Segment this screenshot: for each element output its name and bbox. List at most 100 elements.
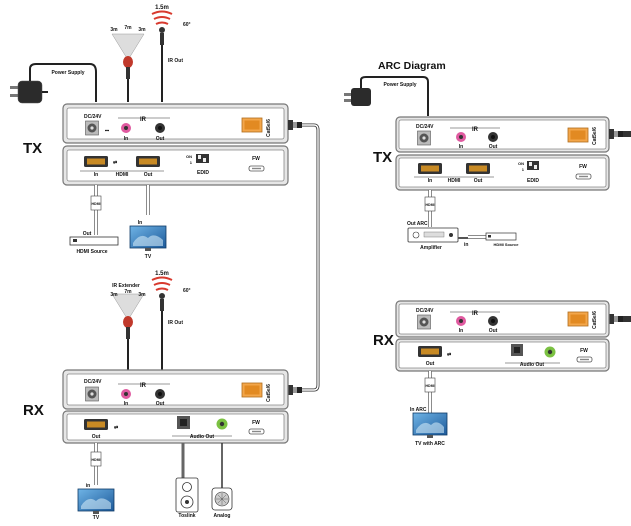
- amplifier-device-icon: [407, 227, 459, 243]
- hdmi-source-label: HDMI Source: [76, 249, 107, 255]
- tx-ir-in-label: In: [124, 136, 128, 142]
- arc-tx-dc-jack: [417, 130, 431, 146]
- analog-label: Analog: [214, 513, 231, 519]
- arc-rx-ir-out-jack: [488, 316, 498, 326]
- power-cable: [29, 63, 97, 102]
- arc-tx-hdmi-connector-label: HDMI: [426, 203, 435, 207]
- ir-angle-60: 60°: [183, 22, 191, 28]
- arc-rx-ir-in-jack: [456, 316, 466, 326]
- rx-tv-label: TV: [93, 515, 100, 521]
- power-adapter-icon: [10, 80, 48, 104]
- arc-power-supply-label: Power Supply: [383, 82, 416, 88]
- arc-tx-dc24v-label: DC/24V: [416, 124, 434, 130]
- rx-hdmi-out-label: Out: [92, 434, 101, 440]
- tx-upper-panel: [66, 107, 285, 140]
- tx-fw-label: FW: [252, 156, 260, 162]
- rx-tv-in-label: in: [86, 483, 90, 489]
- arc-rx-cat-port: [567, 311, 589, 327]
- amp-in-label: in: [464, 242, 468, 248]
- arc-tx-hdmi-in-label: In: [428, 178, 432, 184]
- tx-switch-on: ON: [186, 154, 192, 159]
- rx-ir-range-3m-left: 3m: [110, 292, 118, 298]
- arc-tx-fw-label: FW: [579, 164, 587, 170]
- rx-hdmi-out-port: [84, 419, 108, 430]
- arc-rx-audio-out-label: Audio Out: [520, 362, 544, 368]
- rx-audio-out-label: Audio Out: [190, 434, 214, 440]
- rx-ir-out-label: Out: [156, 401, 165, 407]
- rx-hdmi-connector: [90, 451, 102, 467]
- rx-lower-panel: [66, 413, 285, 441]
- ir-emitter-icon: [151, 10, 173, 45]
- rx-fw-usb-port: [248, 428, 265, 435]
- fw-usb-port: [248, 165, 265, 172]
- arc-rx-fw-label: FW: [580, 348, 588, 354]
- ir-receiver-icon: [111, 33, 145, 79]
- ir-out-jack: [155, 123, 165, 133]
- ir-emitter-icon-rx: [151, 276, 173, 311]
- ir-range-1-5m: 1.5m: [155, 5, 169, 11]
- arc-rx-ir-out-label: Out: [489, 328, 498, 334]
- rx-ir-label: IR: [140, 383, 147, 389]
- arc-tx-ir-in-jack: [456, 132, 466, 142]
- tx-hdmi-label: HDMI: [116, 172, 129, 178]
- arc-hdmi-source-device: [485, 232, 517, 241]
- arc-tx-ir-out-label: Out: [489, 144, 498, 150]
- arc-tx-ir-label: IR: [472, 127, 479, 133]
- arc-tx-cat-port: [567, 127, 589, 143]
- hdmi-out-port: [136, 156, 160, 167]
- arc-rx-upper-panel: [398, 303, 607, 335]
- arc-tx-label: TX: [373, 149, 392, 166]
- arc-rx-lower-panel: [398, 341, 607, 369]
- rx-left-group: RX IR Extender 3m 7m 3m 1.5m 60° IR Out …: [23, 271, 289, 521]
- arc-diagram-group: ARC Diagram Power Supply TX DC/24V IR In…: [344, 60, 631, 447]
- arc-tx-ir-out-jack: [488, 132, 498, 142]
- arc-rx-hdmi-connector-label: HDMI: [426, 384, 435, 388]
- arc-hdmi-source-label: HDMI Source: [494, 242, 520, 247]
- rx-ir-out-jack: [155, 389, 165, 399]
- toslink-speaker-icon: [175, 477, 199, 513]
- tx-dc-symbol: ⎓: [105, 128, 109, 134]
- rx-ir-range-3m-right: 3m: [138, 292, 146, 298]
- rx-cat-port: [241, 382, 263, 398]
- arc-analog-jack: [544, 346, 556, 358]
- tv-in-label: In: [138, 220, 142, 226]
- arc-rx-cat-plug: [609, 314, 623, 324]
- analog-speaker-icon: [211, 487, 233, 511]
- arc-tx-ir-in-label: In: [459, 144, 463, 150]
- arc-rx-ir-label: IR: [472, 311, 479, 317]
- rx-dc-power-jack: [85, 386, 99, 402]
- arc-tx-fw-port: [575, 173, 592, 180]
- rx-cat-label: Cat5e/6: [266, 384, 272, 402]
- arc-tx-hdmi-out-label: Out: [474, 178, 483, 184]
- tx-edid-label: EDID: [197, 170, 209, 176]
- ir-out-label: IR Out: [168, 58, 183, 64]
- arc-rx-dc-jack: [417, 314, 431, 330]
- rx-ir-range-7m: 7m: [124, 289, 132, 295]
- rx-ir-in-label: In: [124, 401, 128, 407]
- tx-switch-one: 1: [190, 160, 193, 165]
- hdmi-in-port: [84, 156, 108, 167]
- rx-hdmi-connector-label: HDMI: [92, 458, 101, 462]
- rx-label: RX: [23, 402, 44, 419]
- tx-dc24v-label: DC/24V: [84, 114, 102, 120]
- arc-rx-cat-label: Cat5e/6: [592, 311, 598, 329]
- tx-ir-out-label: Out: [156, 136, 165, 142]
- arc-tx-cat-plug: [609, 129, 623, 139]
- rx-ir-range-1-5m: 1.5m: [155, 271, 169, 277]
- arc-tx-cat-label: Cat5e/6: [592, 127, 598, 145]
- arc-rx-hdmi-out-label: Out: [426, 361, 435, 367]
- tv-label: TV: [145, 254, 152, 260]
- dc-power-jack: [85, 120, 99, 136]
- tx-ir-label: IR: [140, 117, 147, 123]
- hdmi-connector-left: [90, 195, 102, 211]
- rx-tv-monitor-icon: [77, 488, 115, 514]
- arc-rx-dc24v-label: DC/24V: [416, 308, 434, 314]
- tx-hdmi-out-label: Out: [144, 172, 153, 178]
- arc-rx-fw-port: [576, 356, 593, 363]
- tx-hdmi-in-label: In: [94, 172, 98, 178]
- arc-power-cable: [360, 76, 429, 116]
- tx-left-group: TX Power Supply 3m 7m 3m 1: [10, 5, 289, 260]
- tv-monitor-icon: [129, 225, 167, 251]
